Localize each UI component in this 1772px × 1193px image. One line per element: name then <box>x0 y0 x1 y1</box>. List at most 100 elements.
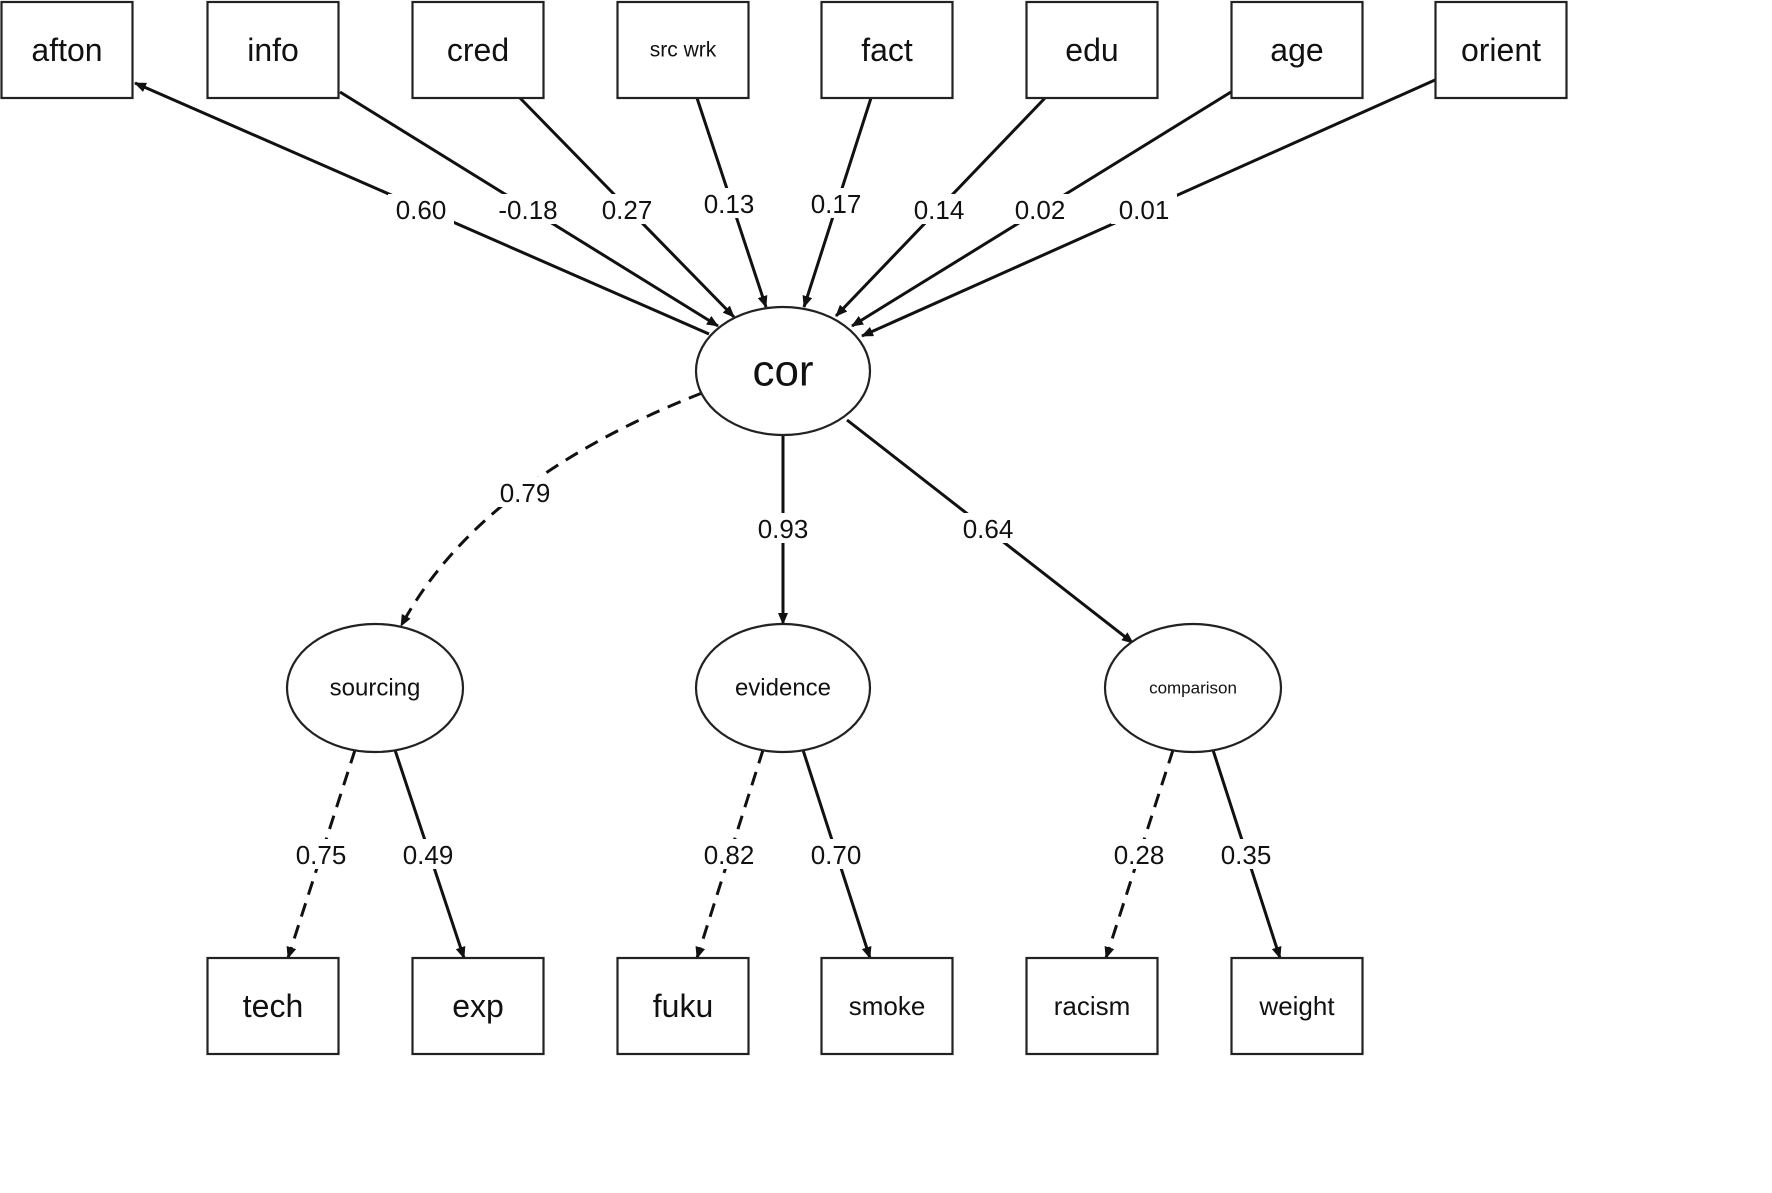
variable-box <box>1230 0 1364 100</box>
coef-label-bg <box>955 513 1021 543</box>
observed-variable-cred: cred <box>411 0 545 100</box>
coef-label-cor-to-evidence: 0.93 <box>750 513 816 544</box>
coef-label-bg <box>594 194 660 224</box>
variable-box <box>206 956 340 1056</box>
coef-label-evidence-to-fuku: 0.82 <box>696 839 762 870</box>
observed-variable-tech: tech <box>206 956 340 1056</box>
coef-value: 0.75 <box>296 840 347 870</box>
coef-label-bg <box>388 194 454 224</box>
coef-label-comparison-to-racism: 0.28 <box>1106 839 1172 870</box>
coef-value: 0.82 <box>704 840 755 870</box>
coef-value: 0.64 <box>963 514 1014 544</box>
observed-variable-afton: afton <box>0 0 134 100</box>
observed-variable-fact: fact <box>820 0 954 100</box>
variable-label: age <box>1270 32 1323 68</box>
variable-box <box>411 0 545 100</box>
coef-value: 0.35 <box>1221 840 1272 870</box>
path-arrow-cor-to-sourcing <box>399 391 703 627</box>
variable-label: afton <box>31 32 102 68</box>
coef-label-bg <box>906 194 972 224</box>
coef-label-cor-to-sourcing: 0.79 <box>492 477 558 508</box>
variable-box <box>616 0 750 100</box>
variable-box <box>820 956 954 1056</box>
coef-value: -0.18 <box>498 195 557 225</box>
variable-ellipse <box>694 622 872 754</box>
coef-value: 0.02 <box>1015 195 1066 225</box>
coef-value: 0.79 <box>500 478 551 508</box>
coef-label-evidence-to-smoke: 0.70 <box>803 839 869 870</box>
coef-label-sourcing-to-exp: 0.49 <box>395 839 461 870</box>
variable-label: exp <box>452 988 504 1024</box>
coef-label-info-to-cor: -0.18 <box>487 194 569 225</box>
variable-label: orient <box>1461 32 1541 68</box>
observed-variable-racism: racism <box>1025 956 1159 1056</box>
coef-label-srcwrk-to-cor: 0.13 <box>696 188 762 219</box>
coef-label-cor-to-afton: 0.60 <box>388 194 454 225</box>
coef-label-fact-to-cor: 0.17 <box>803 188 869 219</box>
variable-label: racism <box>1054 991 1131 1021</box>
coef-label-edu-to-cor: 0.14 <box>906 194 972 225</box>
coef-value: 0.49 <box>403 840 454 870</box>
coef-label-bg <box>696 188 762 218</box>
nodes-layer: afton info cred src wrk fact edu age orient cor s… <box>0 0 1568 1056</box>
coef-label-age-to-cor: 0.02 <box>1007 194 1073 225</box>
variable-label: cor <box>752 347 813 396</box>
coef-value: 0.13 <box>704 189 755 219</box>
observed-variable-age: age <box>1230 0 1364 100</box>
variable-label: sourcing <box>330 675 421 702</box>
coef-value: 0.27 <box>602 195 653 225</box>
coef-label-bg <box>395 839 461 869</box>
variable-box <box>820 0 954 100</box>
variable-box <box>411 956 545 1056</box>
variable-label: evidence <box>735 675 831 702</box>
coef-label-bg <box>696 839 762 869</box>
observed-variable-exp: exp <box>411 956 545 1056</box>
observed-variable-info: info <box>206 0 340 100</box>
coef-value: 0.70 <box>811 840 862 870</box>
variable-box <box>1025 0 1159 100</box>
coef-label-orient-to-cor: 0.01 <box>1111 194 1177 225</box>
coef-label-bg <box>803 839 869 869</box>
variable-label: edu <box>1065 32 1118 68</box>
path-arrow-evidence-to-fuku <box>695 749 765 959</box>
variable-box <box>0 0 134 100</box>
coefficient-labels-layer: 0.60 -0.18 0.27 0.13 0.17 0.14 0.02 0.01 0.79 0.9… <box>288 188 1279 870</box>
variable-label: weight <box>1258 991 1335 1021</box>
coef-label-bg <box>803 188 869 218</box>
observed-variable-fuku: fuku <box>616 956 750 1056</box>
observed-variable-srcwrk: src wrk <box>616 0 750 100</box>
observed-variable-edu: edu <box>1025 0 1159 100</box>
coef-label-bg <box>1111 194 1177 224</box>
observed-variable-smoke: smoke <box>820 956 954 1056</box>
observed-variable-weight: weight <box>1230 956 1364 1056</box>
coef-label-bg <box>487 194 569 224</box>
coef-value: 0.17 <box>811 189 862 219</box>
variable-label: tech <box>243 988 303 1024</box>
coef-label-bg <box>1213 839 1279 869</box>
coef-label-sourcing-to-tech: 0.75 <box>288 839 354 870</box>
path-arrow-comparison-to-racism <box>1104 749 1175 959</box>
coef-value: 0.01 <box>1119 195 1170 225</box>
observed-variable-orient: orient <box>1434 0 1568 100</box>
variable-ellipse <box>694 305 872 437</box>
variable-label: info <box>247 32 299 68</box>
latent-variable-evidence: evidence <box>694 622 872 754</box>
coef-label-bg <box>288 839 354 869</box>
latent-variable-comparison: comparison <box>1103 622 1283 754</box>
variable-ellipse <box>1103 622 1283 754</box>
variable-label: src wrk <box>650 39 717 62</box>
variable-label: fuku <box>653 988 713 1024</box>
coef-label-bg <box>492 477 558 507</box>
variable-label: smoke <box>849 991 926 1021</box>
path-arrow-sourcing-to-tech <box>286 749 357 959</box>
coef-value: 0.60 <box>396 195 447 225</box>
variable-box <box>1434 0 1568 100</box>
coef-label-comparison-to-weight: 0.35 <box>1213 839 1279 870</box>
variable-label: cred <box>447 32 509 68</box>
latent-variable-sourcing: sourcing <box>285 622 465 754</box>
variable-box <box>1025 956 1159 1056</box>
variable-ellipse <box>285 622 465 754</box>
coef-label-bg <box>1106 839 1172 869</box>
coef-value: 0.28 <box>1114 840 1165 870</box>
